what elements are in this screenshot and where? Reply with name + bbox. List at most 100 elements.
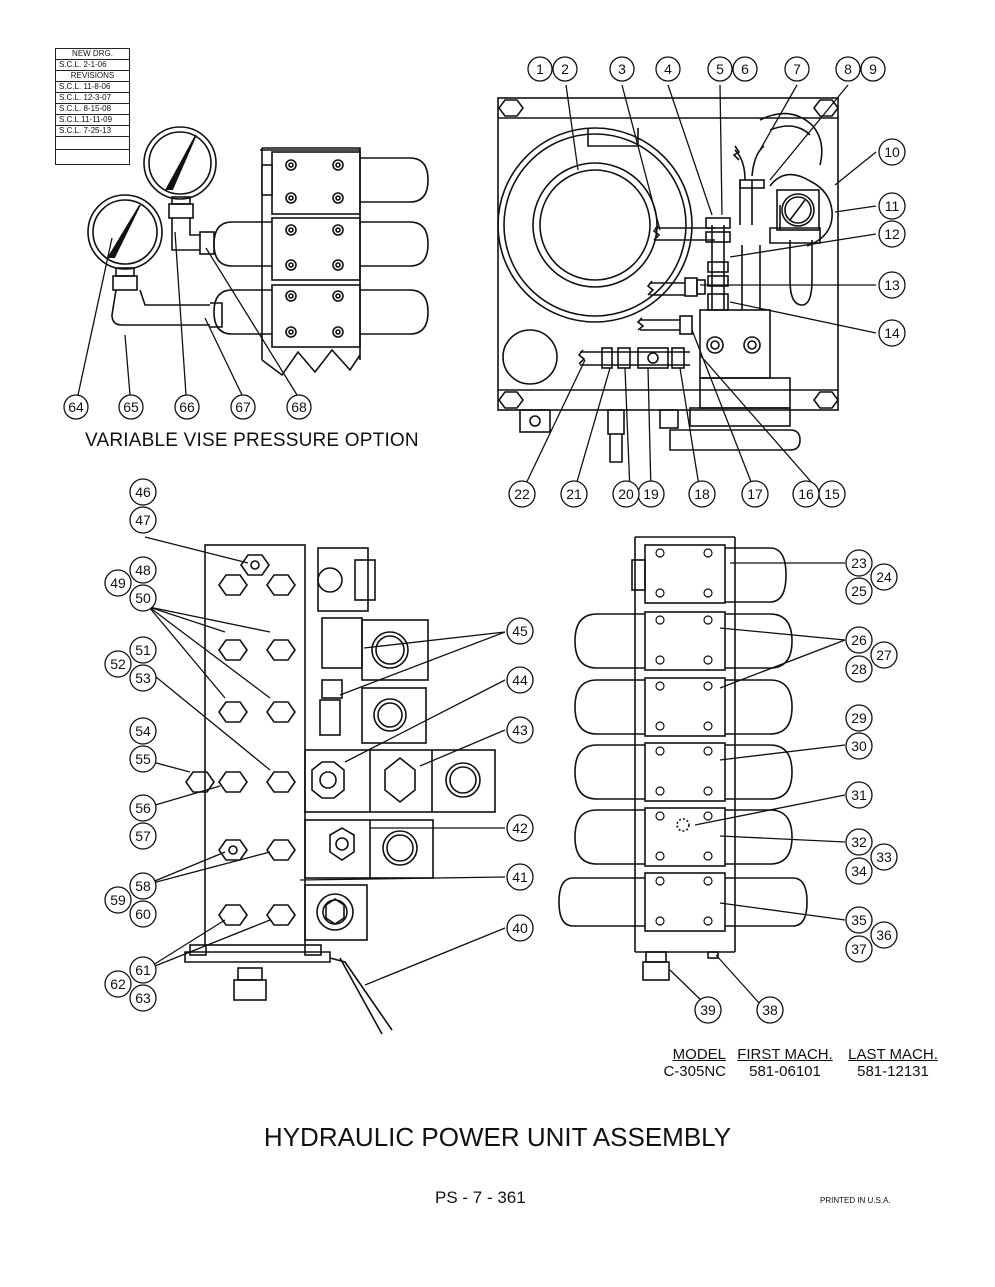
svg-text:40: 40 bbox=[512, 920, 528, 936]
svg-text:53: 53 bbox=[135, 670, 151, 686]
callout-17: 17 bbox=[741, 480, 769, 508]
revision-entry: S.C.L. 12-3-07 bbox=[56, 93, 129, 104]
svg-text:33: 33 bbox=[876, 849, 892, 865]
callout-62: 62 bbox=[104, 970, 132, 998]
printed-in-usa: PRINTED IN U.S.A. bbox=[820, 1196, 891, 1205]
svg-text:61: 61 bbox=[135, 962, 151, 978]
svg-text:52: 52 bbox=[110, 656, 126, 672]
callout-14: 14 bbox=[878, 319, 906, 347]
callout-41: 41 bbox=[506, 863, 534, 891]
svg-text:20: 20 bbox=[618, 486, 634, 502]
svg-text:54: 54 bbox=[135, 723, 151, 739]
callout-21: 21 bbox=[560, 480, 588, 508]
svg-text:43: 43 bbox=[512, 722, 528, 738]
callout-9: 9 bbox=[860, 56, 886, 82]
model-table-row: C-305NC 581-06101 581-12131 bbox=[642, 1063, 947, 1080]
callout-33: 33 bbox=[870, 843, 898, 871]
svg-text:35: 35 bbox=[851, 912, 867, 928]
svg-text:49: 49 bbox=[110, 575, 126, 591]
pressure-gauge-left bbox=[87, 194, 223, 328]
callout-18: 18 bbox=[688, 480, 716, 508]
callout-36: 36 bbox=[870, 921, 898, 949]
filter-cap bbox=[502, 329, 558, 385]
svg-text:17: 17 bbox=[747, 486, 763, 502]
callout-38: 38 bbox=[756, 996, 784, 1024]
svg-text:58: 58 bbox=[135, 878, 151, 894]
svg-text:14: 14 bbox=[884, 325, 900, 341]
first-mach-value: 581-06101 bbox=[749, 1063, 821, 1080]
svg-text:5: 5 bbox=[716, 61, 724, 77]
callout-16: 16 bbox=[792, 480, 820, 508]
callout-25: 25 bbox=[845, 577, 873, 605]
svg-text:25: 25 bbox=[851, 583, 867, 599]
callout-32: 32 bbox=[845, 828, 873, 856]
first-mach-header: FIRST MACH. bbox=[737, 1046, 833, 1063]
svg-text:37: 37 bbox=[851, 941, 867, 957]
svg-text:39: 39 bbox=[700, 1002, 716, 1018]
svg-text:12: 12 bbox=[884, 226, 900, 242]
callout-7: 7 bbox=[784, 56, 810, 82]
callout-28: 28 bbox=[845, 655, 873, 683]
svg-text:23: 23 bbox=[851, 555, 867, 571]
svg-text:42: 42 bbox=[512, 820, 528, 836]
svg-text:65: 65 bbox=[123, 399, 139, 415]
svg-text:28: 28 bbox=[851, 661, 867, 677]
model-header: MODEL bbox=[672, 1046, 726, 1063]
svg-text:24: 24 bbox=[876, 569, 892, 585]
callout-13: 13 bbox=[878, 271, 906, 299]
svg-text:32: 32 bbox=[851, 834, 867, 850]
svg-text:22: 22 bbox=[514, 486, 530, 502]
vise-valve-top bbox=[261, 151, 429, 215]
callout-64: 64 bbox=[63, 394, 89, 420]
revision-entry: S.C.L. 8-15-08 bbox=[56, 104, 129, 115]
callout-24: 24 bbox=[870, 563, 898, 591]
last-mach-value: 581-12131 bbox=[857, 1063, 929, 1080]
svg-text:46: 46 bbox=[135, 484, 151, 500]
reservoir-ring bbox=[497, 127, 693, 323]
callout-61: 61 bbox=[129, 956, 157, 984]
revision-table: NEW DRG. S.C.L. 2-1-06 REVISIONS S.C.L. … bbox=[55, 48, 130, 165]
svg-text:45: 45 bbox=[512, 623, 528, 639]
callout-26: 26 bbox=[845, 626, 873, 654]
svg-text:30: 30 bbox=[851, 738, 867, 754]
callout-65: 65 bbox=[118, 394, 144, 420]
svg-text:3: 3 bbox=[618, 61, 626, 77]
callout-8: 8 bbox=[835, 56, 861, 82]
callout-49: 49 bbox=[104, 569, 132, 597]
callout-40: 40 bbox=[506, 914, 534, 942]
model-table-header: MODEL FIRST MACH. LAST MACH. bbox=[642, 1046, 947, 1063]
callout-57: 57 bbox=[129, 822, 157, 850]
svg-text:16: 16 bbox=[798, 486, 814, 502]
svg-text:59: 59 bbox=[110, 892, 126, 908]
svg-text:13: 13 bbox=[884, 277, 900, 293]
manifold-hex-plugs bbox=[185, 554, 296, 926]
callout-54: 54 bbox=[129, 717, 157, 745]
svg-text:8: 8 bbox=[844, 61, 852, 77]
callout-58: 58 bbox=[129, 872, 157, 900]
leader-lines bbox=[77, 84, 877, 1005]
vise-option-title: VARIABLE VISE PRESSURE OPTION bbox=[85, 430, 419, 451]
callout-55: 55 bbox=[129, 745, 157, 773]
svg-text:48: 48 bbox=[135, 562, 151, 578]
svg-text:55: 55 bbox=[135, 751, 151, 767]
callout-22: 22 bbox=[508, 480, 536, 508]
svg-text:18: 18 bbox=[694, 486, 710, 502]
callout-53: 53 bbox=[129, 664, 157, 692]
callout-50: 50 bbox=[129, 584, 157, 612]
callout-23: 23 bbox=[845, 549, 873, 577]
callout-10: 10 bbox=[878, 138, 906, 166]
svg-text:21: 21 bbox=[566, 486, 582, 502]
valve-stack-front-view bbox=[558, 536, 808, 981]
callout-42: 42 bbox=[506, 814, 534, 842]
revision-entry: S.C.L.11-11-09 bbox=[56, 115, 129, 126]
svg-text:41: 41 bbox=[512, 869, 528, 885]
callout-5: 5 bbox=[707, 56, 733, 82]
callout-6: 6 bbox=[732, 56, 758, 82]
svg-text:27: 27 bbox=[876, 647, 892, 663]
svg-text:50: 50 bbox=[135, 590, 151, 606]
pressure-gauge-upper bbox=[143, 126, 217, 255]
svg-text:6: 6 bbox=[741, 61, 749, 77]
svg-text:62: 62 bbox=[110, 976, 126, 992]
callout-67: 67 bbox=[230, 394, 256, 420]
